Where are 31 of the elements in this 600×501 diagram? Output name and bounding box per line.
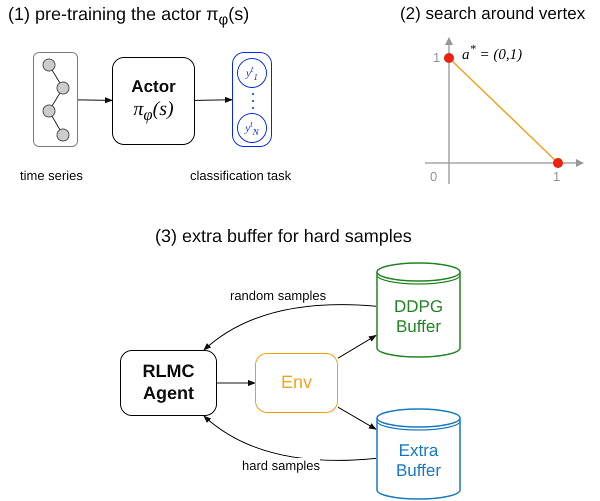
process-box xyxy=(112,57,195,145)
axis-label: 1 xyxy=(553,169,560,184)
annotation-label: a$^{*}$ = (0,1) xyxy=(462,42,522,64)
agent-box xyxy=(120,350,217,416)
output-circle xyxy=(237,113,267,143)
axis-label: 0 xyxy=(430,169,438,184)
caption-label: classification task xyxy=(190,168,292,183)
arrow xyxy=(78,97,113,104)
arrow xyxy=(338,334,377,359)
node-label: Extra Buffer xyxy=(394,440,442,482)
time-series-box xyxy=(33,52,78,147)
node-label: Env xyxy=(280,372,312,394)
panel-title: (3) extra buffer for hard samples xyxy=(155,226,412,247)
arrow xyxy=(216,380,256,386)
node-label: DDPG Buffer xyxy=(392,296,444,338)
arrow xyxy=(203,415,376,461)
arrow xyxy=(338,406,377,430)
panel-title: (1) pre-training the actor π$_{φ}$(s) xyxy=(8,4,250,29)
node-label: Actor xyxy=(131,76,176,98)
edge-label: random samples xyxy=(230,288,326,303)
node-label: RLMC Agent xyxy=(142,361,196,405)
env-box xyxy=(255,353,338,413)
arrow xyxy=(194,96,233,103)
caption-label: time series xyxy=(20,168,83,183)
arrow xyxy=(203,304,376,351)
output-box xyxy=(232,52,272,147)
node-label: π$_{φ}$(s) xyxy=(133,97,174,126)
axis-label: 1 xyxy=(433,50,440,65)
panel-title: (2) search around vertex xyxy=(400,4,586,24)
output-circle xyxy=(237,58,267,88)
edge-label: hard samples xyxy=(242,458,320,473)
